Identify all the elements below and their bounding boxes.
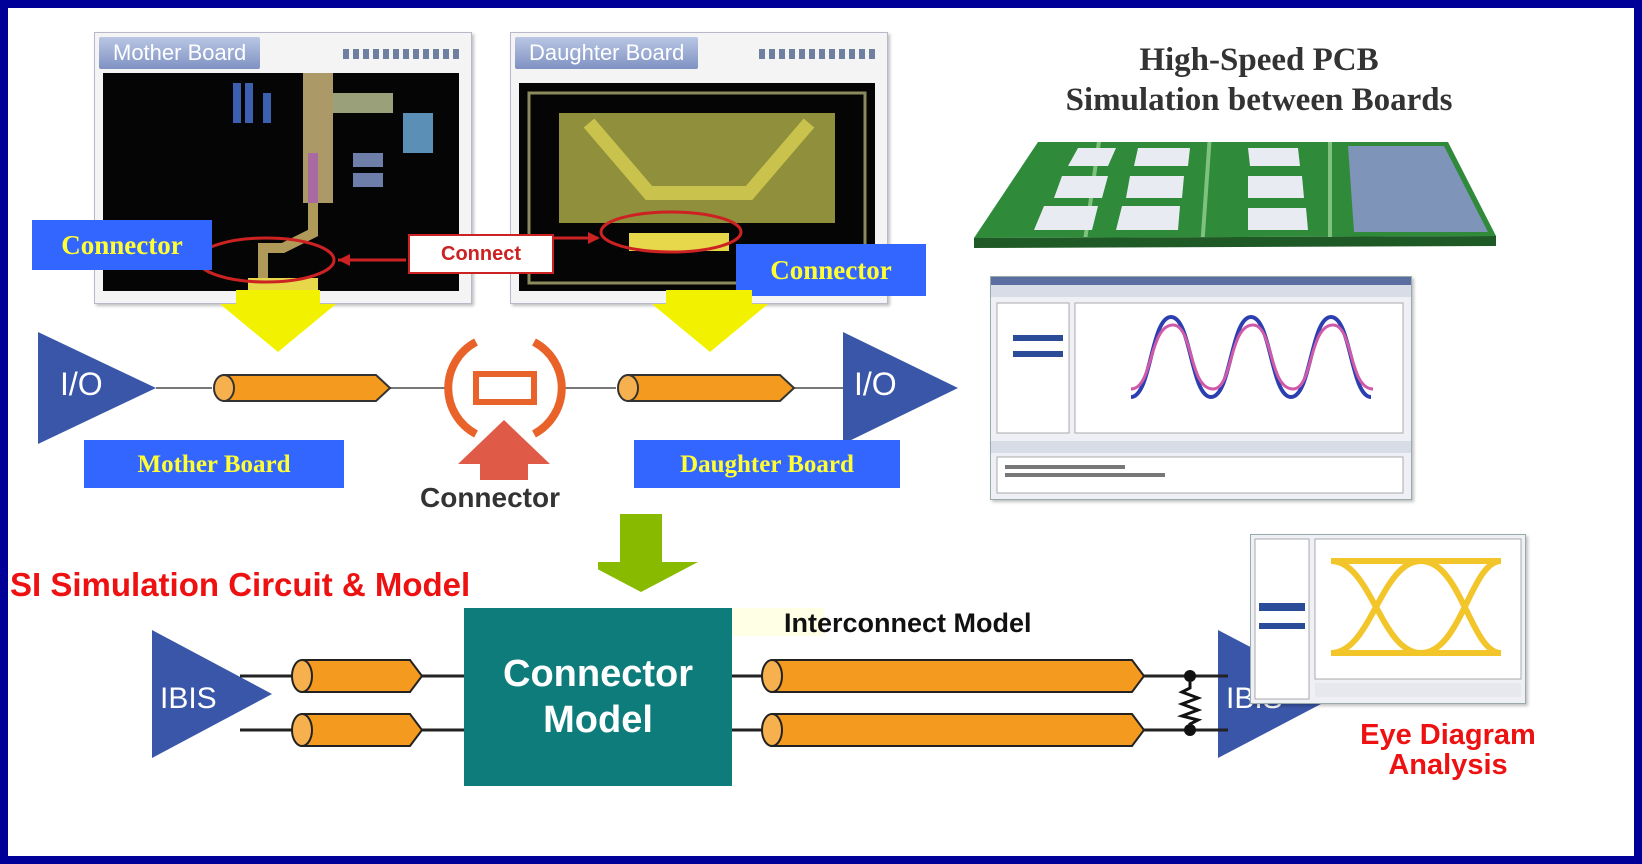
simulation-window	[990, 276, 1412, 500]
tline-long-1	[771, 659, 1146, 693]
window-toolbar	[759, 49, 879, 59]
io-driver-left	[38, 332, 156, 444]
mother-board-label: Mother Board	[84, 440, 344, 488]
mother-board-pcb-graphic	[233, 73, 433, 290]
interconnect-highlight	[732, 608, 824, 636]
si-circuit	[152, 630, 1340, 758]
heading-line-2: Simulation between Boards	[1065, 82, 1453, 118]
daughter-board-window: Daughter Board	[510, 32, 888, 304]
daughter-board-label: Daughter Board	[634, 440, 900, 488]
eye-diagram-graphic	[1254, 538, 1522, 700]
window-toolbar	[343, 49, 463, 59]
pcb-board-illustration	[974, 142, 1496, 248]
slide-canvas: Mother Board Daughter Board	[8, 8, 1634, 856]
waveform-screenshot	[991, 277, 1411, 494]
tline-short-1	[301, 659, 424, 693]
io-receiver-right	[843, 332, 958, 444]
connector-bottom-label: Connector	[420, 482, 560, 513]
si-section-title: SI Simulation Circuit & Model	[10, 566, 471, 603]
heading-line-1: High-Speed PCB	[1139, 42, 1379, 78]
tline-long-2	[771, 713, 1146, 747]
daughter-board-window-title: Daughter Board	[515, 37, 699, 69]
green-down-arrow	[598, 514, 698, 592]
eye-diagram-line-2: Analysis	[1388, 749, 1508, 781]
mother-board-trace	[223, 374, 392, 402]
termination-resistor	[1176, 682, 1203, 726]
connector-model-box: Connector Model	[464, 608, 732, 786]
ibis-driver	[152, 630, 272, 758]
ibis-label-left: IBIS	[160, 682, 217, 715]
mother-board-window: Mother Board	[94, 32, 472, 304]
io-label-right: I/O	[854, 366, 897, 402]
connector-highlight-left	[196, 236, 336, 284]
page-heading: High-Speed PCB Simulation between Boards	[994, 40, 1524, 120]
tline-short-2	[301, 713, 424, 747]
interconnect-model-label: Interconnect Model	[784, 608, 1032, 638]
mother-board-down-arrow	[220, 290, 336, 352]
connector-model-line-2: Model	[543, 699, 653, 741]
connector-highlight-right	[599, 210, 743, 254]
io-label-left: I/O	[60, 366, 103, 402]
eye-diagram-window	[1250, 534, 1526, 704]
connector-label-right: Connector	[736, 244, 926, 296]
connect-callout: Connect	[408, 234, 554, 274]
mother-board-layout	[103, 73, 459, 291]
eye-diagram-label: Eye Diagram Analysis	[1338, 720, 1558, 780]
board-signal-chain	[38, 290, 958, 480]
connector-symbol	[473, 371, 537, 405]
daughter-board-pcb-graphic	[527, 91, 867, 285]
daughter-board-trace	[627, 374, 796, 402]
connector-label-left: Connector	[32, 220, 212, 270]
daughter-board-down-arrow	[652, 290, 768, 352]
connector-up-arrow	[458, 420, 550, 480]
eye-diagram-line-1: Eye Diagram	[1360, 719, 1536, 751]
mother-board-window-title: Mother Board	[99, 37, 261, 69]
connector-model-line-1: Connector	[503, 653, 693, 695]
